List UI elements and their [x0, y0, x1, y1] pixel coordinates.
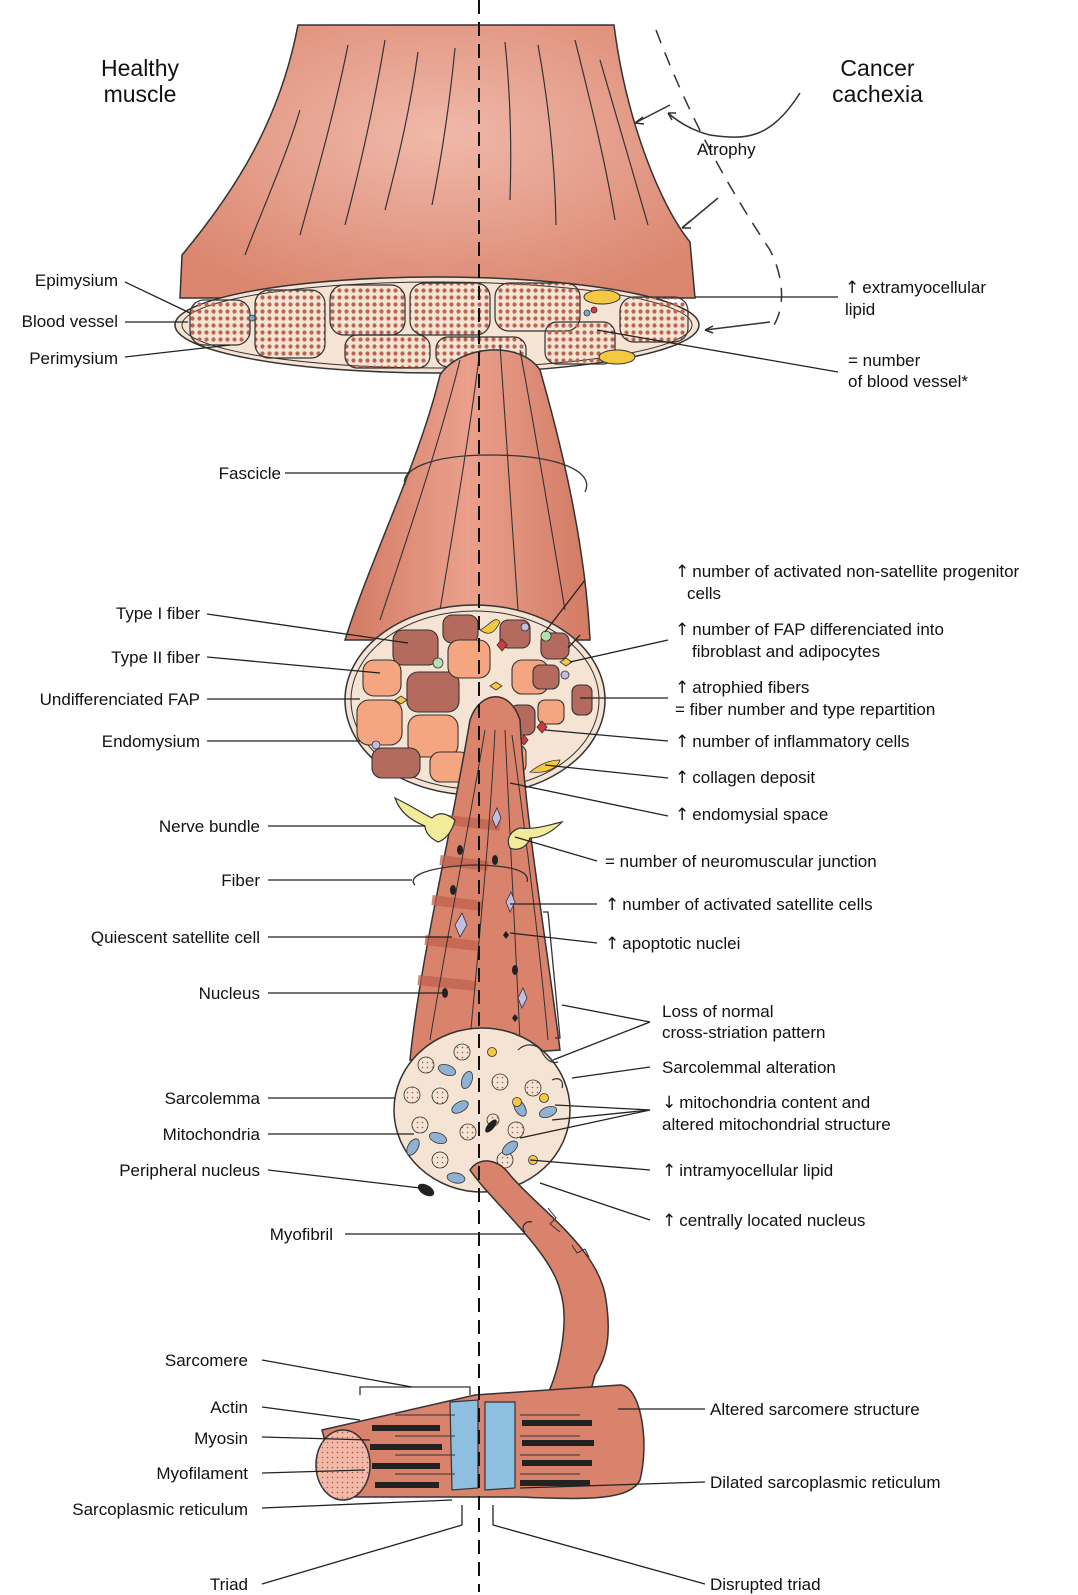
label-myosin: Myosin [194, 1428, 248, 1449]
label-blood-vessel: Blood vessel [22, 311, 118, 332]
label-endomysium: Endomysium [102, 731, 200, 752]
decrease-arrow-icon: ↓ [662, 1093, 676, 1113]
label-sarcoplasmic-reticulum: Sarcoplasmic reticulum [72, 1499, 248, 1520]
increase-arrow-icon: ↑ [662, 1161, 676, 1181]
increase-arrow-icon: ↑ [675, 805, 689, 825]
increase-arrow-icon: ↑ [675, 678, 689, 698]
label-cross-striation: Loss of normal cross-striation pattern [662, 1001, 825, 1043]
label-blood-vessel-number: = number of blood vessel* [848, 350, 968, 392]
label-atrophied-fibers: ↑atrophied fibers = fiber number and typ… [675, 677, 935, 720]
muscle-cross-section [175, 277, 699, 373]
label-extramyocellular-lipid: ↑extramyocellular lipid [845, 277, 986, 320]
label-sarcolemma: Sarcolemma [165, 1088, 260, 1109]
label-type-i-fiber: Type I fiber [116, 603, 200, 624]
label-central-nucleus: ↑centrally located nucleus [662, 1210, 865, 1232]
healthy-muscle-header: Healthy muscle [85, 55, 195, 107]
label-actin: Actin [210, 1397, 248, 1418]
label-quiescent-satellite-cell: Quiescent satellite cell [91, 927, 260, 948]
label-peripheral-nucleus: Peripheral nucleus [119, 1160, 260, 1181]
label-fap-differentiated: ↑number of FAP differenciated into fibro… [675, 619, 944, 662]
label-fascicle: Fascicle [219, 463, 281, 484]
label-collagen-deposit: ↑collagen deposit [675, 767, 815, 789]
label-endomysial-space: ↑endomysial space [675, 804, 828, 826]
label-mitochondria-content: ↓mitochondria content and altered mitoch… [662, 1092, 891, 1135]
label-sarcomere: Sarcomere [165, 1350, 248, 1371]
label-progenitor-cells: ↑number of activated non-satellite proge… [675, 561, 1019, 604]
label-mitochondria: Mitochondria [163, 1124, 260, 1145]
label-epimysium: Epimysium [35, 270, 118, 291]
muscle-belly [180, 25, 695, 298]
fascicle [345, 345, 590, 640]
label-intramyocellular-lipid: ↑intramyocellular lipid [662, 1160, 833, 1182]
increase-arrow-icon: ↑ [675, 620, 689, 640]
increase-arrow-icon: ↑ [845, 278, 859, 298]
increase-arrow-icon: ↑ [675, 562, 689, 582]
label-dilated-sr: Dilated sarcoplasmic reticulum [710, 1472, 941, 1493]
label-sarcolemmal-alteration: Sarcolemmal alteration [662, 1057, 836, 1078]
label-activated-satellite: ↑number of activated satellite cells [605, 894, 873, 916]
atrophy-label: Atrophy [697, 139, 756, 160]
label-neuromuscular-junction: = number of neuromuscular junction [605, 851, 877, 872]
label-myofibril: Myofibril [270, 1224, 333, 1245]
label-inflammatory-cells: ↑number of inflammatory cells [675, 731, 910, 753]
label-nerve-bundle: Nerve bundle [159, 816, 260, 837]
label-undifferentiated-fap: Undifferenciated FAP [40, 689, 200, 710]
increase-arrow-icon: ↑ [675, 732, 689, 752]
increase-arrow-icon: ↑ [662, 1211, 676, 1231]
cancer-cachexia-header: Cancer cachexia [815, 55, 940, 107]
label-fiber: Fiber [221, 870, 260, 891]
label-apoptotic-nuclei: ↑apoptotic nuclei [605, 933, 740, 955]
label-perimysium: Perimysium [29, 348, 118, 369]
label-type-ii-fiber: Type II fiber [111, 647, 200, 668]
increase-arrow-icon: ↑ [605, 895, 619, 915]
label-altered-sarcomere: Altered sarcomere structure [710, 1399, 920, 1420]
label-myofilament: Myofilament [156, 1463, 248, 1484]
increase-arrow-icon: ↑ [675, 768, 689, 788]
increase-arrow-icon: ↑ [605, 934, 619, 954]
label-nucleus: Nucleus [199, 983, 260, 1004]
